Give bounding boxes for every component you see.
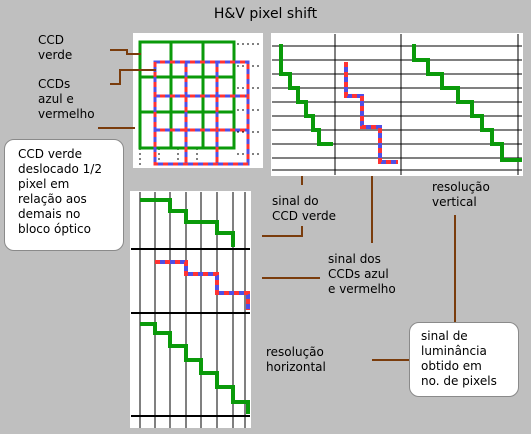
horizontal-blue-red-signal: [155, 260, 250, 310]
horizontal-green-signal-1: [140, 198, 235, 247]
vertical-green-signal-2: [412, 44, 522, 162]
luminance-note: sinal de luminância obtido em no. de pix…: [409, 322, 519, 397]
vertical-green-signal-1: [279, 44, 333, 146]
vertical-signal-panel: [271, 33, 523, 176]
horizontal-signal-dividers: [131, 248, 250, 417]
green-offset-note: CCD verde deslocado 1/2 pixel em relação…: [4, 139, 124, 251]
blue-red-signal-label: sinal dos CCDs azul e vermelho: [328, 252, 396, 296]
green-signal-label: sinal do CCD verde: [272, 194, 337, 223]
ccds-blue-red-label: CCDs azul e vermelho: [38, 77, 95, 121]
diagram-title: H&V pixel shift: [213, 6, 318, 22]
vertical-blue-red-signal: [344, 62, 398, 164]
leader-lines: [98, 49, 456, 361]
horizontal-resolution-label: resolução horizontal: [266, 345, 326, 374]
horizontal-green-signal-2: [140, 322, 250, 414]
ccd-green-label: CCD verde: [38, 33, 73, 62]
vertical-resolution-label: resolução vertical: [432, 180, 490, 209]
blue-red-ccd-grid: [153, 60, 250, 166]
